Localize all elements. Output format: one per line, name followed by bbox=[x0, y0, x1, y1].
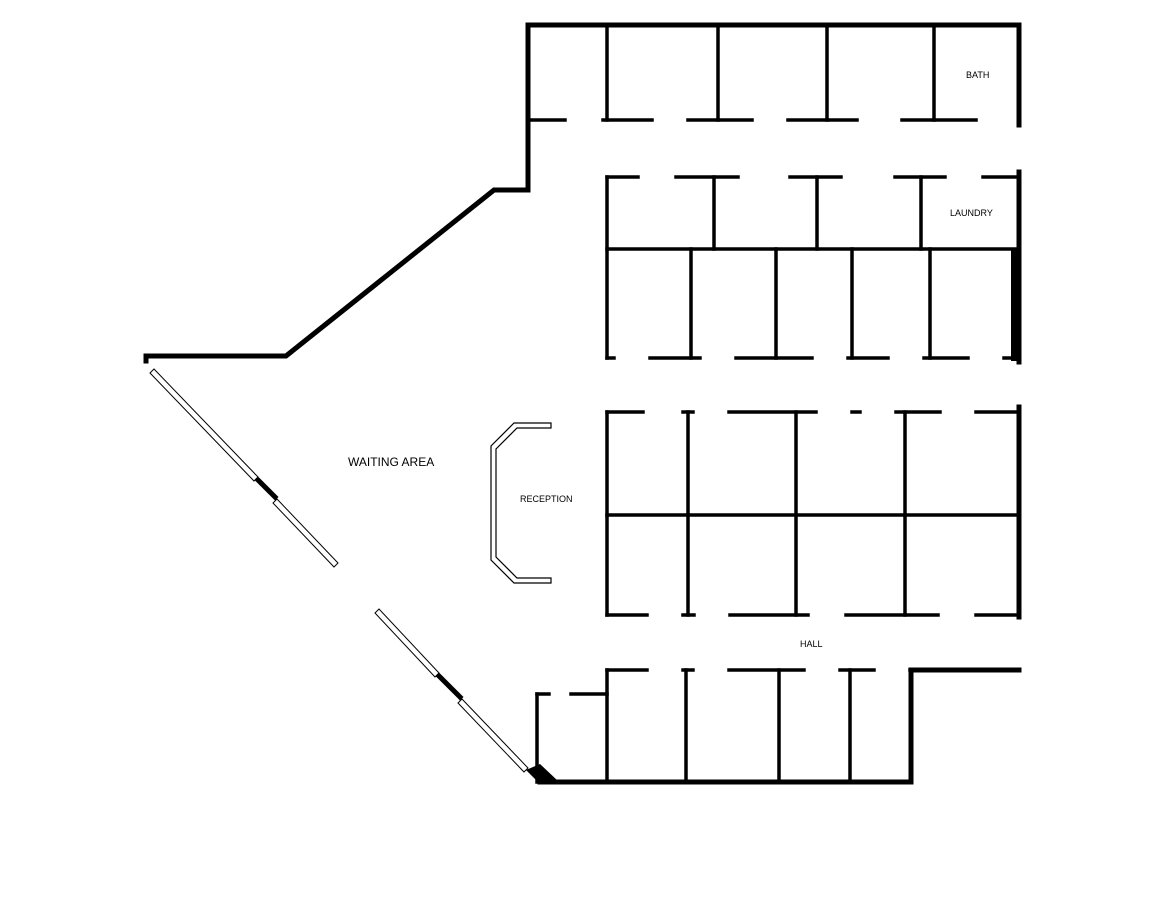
label-hall: HALL bbox=[800, 639, 823, 649]
bottom-room-row bbox=[535, 668, 1021, 784]
label-reception: RECEPTION bbox=[520, 494, 573, 504]
window-3 bbox=[374, 608, 440, 678]
label-laundry: LAUNDRY bbox=[950, 208, 993, 218]
column bbox=[1011, 249, 1020, 361]
outer-wall-south bbox=[537, 667, 1022, 785]
label-bath: BATH bbox=[966, 70, 989, 80]
top-room-row bbox=[526, 25, 978, 122]
outer-wall-north-west bbox=[143, 22, 1022, 364]
label-waiting-area: WAITING AREA bbox=[348, 455, 434, 469]
window-1 bbox=[149, 368, 259, 482]
corner-pier bbox=[526, 764, 558, 784]
window-4 bbox=[457, 698, 529, 773]
window-2 bbox=[272, 498, 339, 568]
window-facade bbox=[149, 368, 558, 784]
second-room-row bbox=[605, 175, 1021, 360]
exterior-walls bbox=[143, 22, 1022, 785]
third-room-row bbox=[605, 247, 1021, 361]
facade-pier-2 bbox=[435, 672, 464, 701]
reception-desk bbox=[490, 422, 552, 584]
middle-room-block bbox=[605, 410, 1021, 617]
facade-pier-1 bbox=[254, 476, 279, 501]
